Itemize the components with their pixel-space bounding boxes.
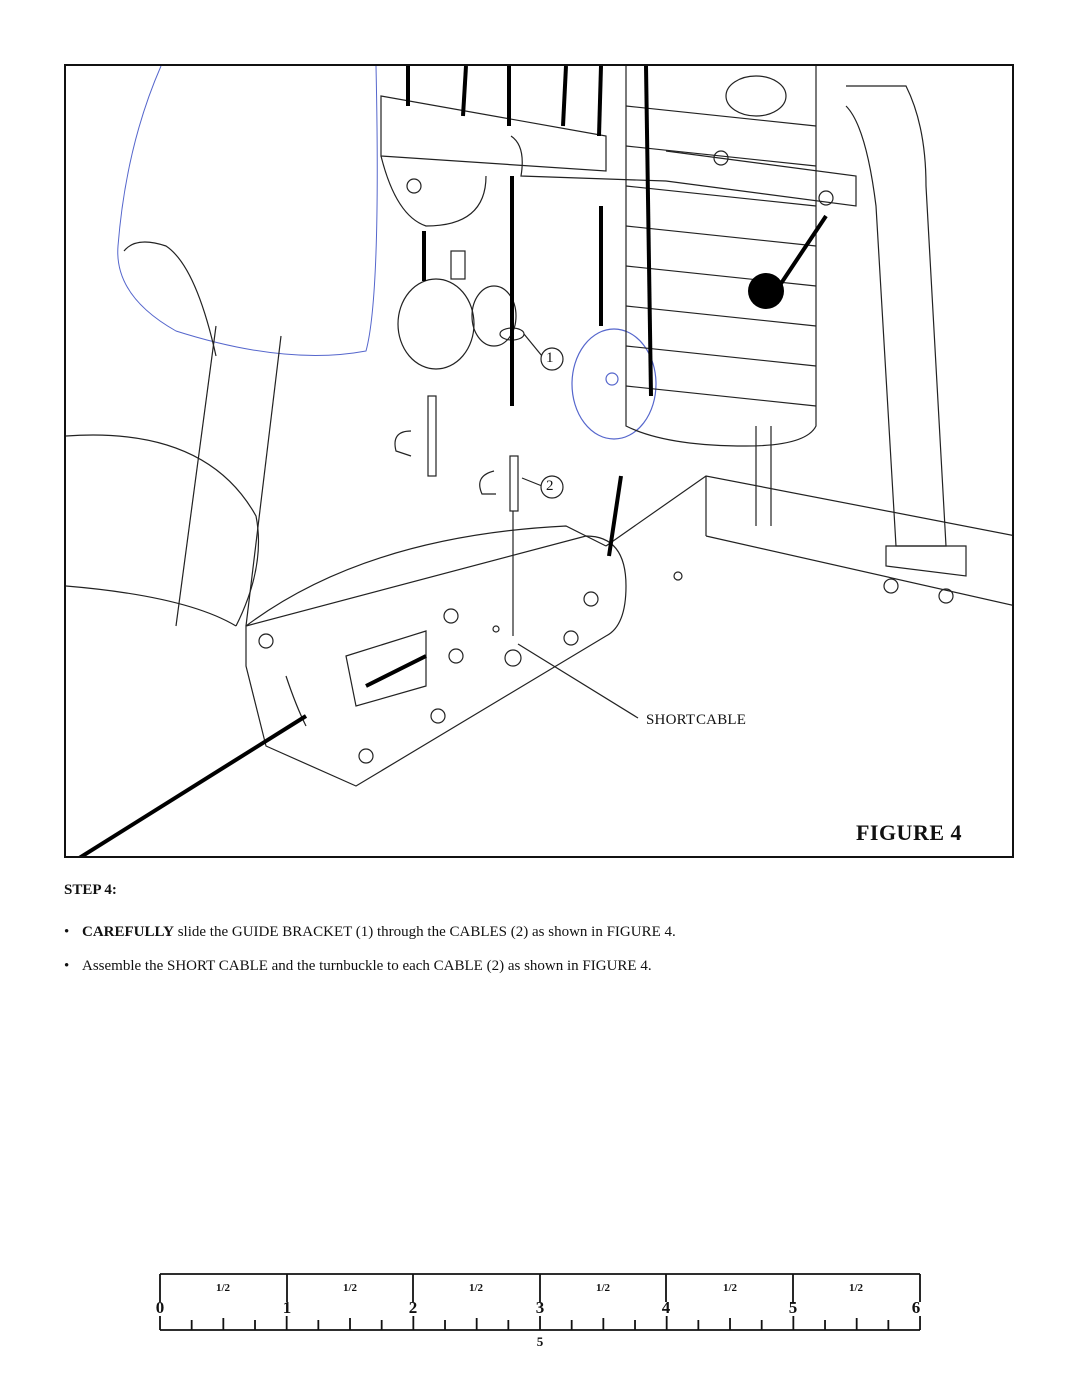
ruler-half-label: 1/2 (215, 1282, 231, 1294)
ruler-half-label: 1/2 (595, 1282, 611, 1294)
ruler-number: 3 (535, 1298, 545, 1317)
callout-2-label: 2 (546, 478, 554, 494)
ruler-half-label: 1/2 (848, 1282, 864, 1294)
measurement-ruler: 1/2 1/2 1/2 1/2 1/2 1/2 0 1 2 3 4 5 6 5 (150, 1268, 940, 1378)
instruction-item: • Assemble the SHORT CABLE and the turnb… (64, 956, 1004, 976)
short-cable-label: SHORT CABLE (646, 712, 747, 728)
step-heading: STEP 4: (64, 882, 117, 898)
figure-caption: FIGURE 4 (855, 820, 962, 845)
ruler-number: 0 (155, 1298, 165, 1317)
assembly-drawing (66, 66, 1012, 856)
instruction-emphasis: CAREFULLY (82, 924, 174, 940)
ruler-half-label: 1/2 (722, 1282, 738, 1294)
bullet-icon: • (64, 924, 70, 940)
bullet-icon: • (64, 958, 70, 974)
instruction-item: • CAREFULLY slide the GUIDE BRACKET (1) … (64, 922, 1004, 942)
instruction-text: Assemble the SHORT CABLE and the turnbuc… (82, 958, 652, 974)
instruction-text: slide the GUIDE BRACKET (1) through the … (173, 924, 676, 940)
ruler-sub-label: 5 (536, 1334, 544, 1349)
ruler-half-label: 1/2 (342, 1282, 358, 1294)
ruler-number: 2 (408, 1298, 418, 1317)
ruler-number: 5 (788, 1298, 798, 1317)
ruler-number: 6 (911, 1298, 921, 1317)
figure-4-illustration: 1 2 SHORT CABLE FIGURE 4 (64, 64, 1014, 858)
ruler-half-label: 1/2 (468, 1282, 484, 1294)
callout-1-label: 1 (546, 350, 554, 366)
ruler-number: 1 (282, 1298, 292, 1317)
ruler-number: 4 (661, 1298, 671, 1317)
instruction-list: • CAREFULLY slide the GUIDE BRACKET (1) … (64, 922, 1004, 990)
ruler-ticks (159, 1273, 921, 1331)
